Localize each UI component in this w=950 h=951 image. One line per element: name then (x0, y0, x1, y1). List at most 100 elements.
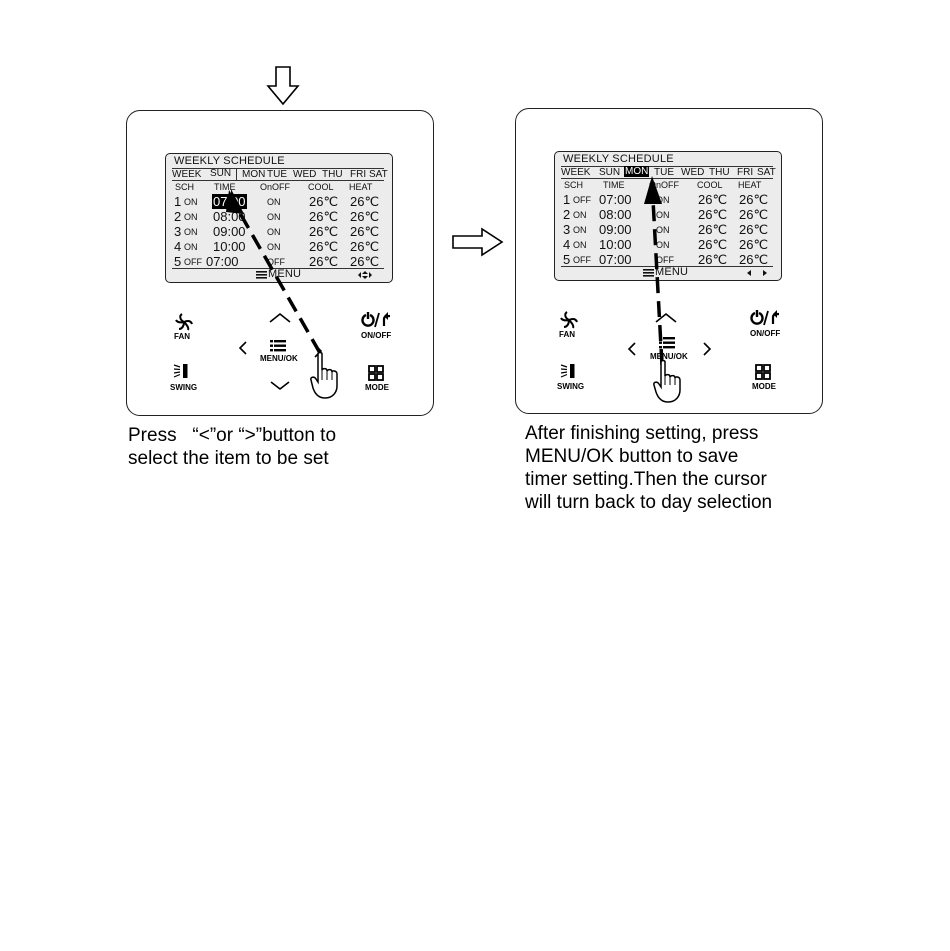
row-heat: 26℃ (350, 209, 380, 224)
row-sch: 5 (174, 254, 182, 269)
row-onoff: OFF (267, 257, 285, 267)
day-sat: SAT (369, 169, 388, 180)
row-heat: 26℃ (739, 192, 769, 207)
row-time: 07:00 (599, 192, 632, 207)
row-sch: 3 (174, 224, 182, 239)
row-state: ON (573, 240, 587, 250)
up-down-indicator-icon (358, 271, 372, 279)
row-onoff: ON (656, 240, 670, 250)
chevron-up-icon[interactable] (269, 312, 291, 323)
mode-label: MODE (365, 383, 389, 392)
row-heat: 26℃ (739, 252, 769, 267)
row-sch: 4 (174, 239, 182, 254)
chevron-up-icon[interactable] (655, 312, 677, 323)
row-state: OFF (573, 195, 591, 205)
menu-icon[interactable] (270, 340, 286, 352)
row-state: ON (184, 212, 198, 222)
row-onoff: ON (656, 210, 670, 220)
lcd-title: WEEKLY SCHEDULE (174, 155, 285, 167)
day-fri: FRI (737, 167, 754, 178)
right-controller-panel: WEEKLY SCHEDULE WEEK SUN MON TUE WED THU… (515, 108, 823, 414)
day-thu: THU (322, 169, 343, 180)
swing-icon[interactable] (560, 363, 576, 379)
fan-icon[interactable] (560, 311, 578, 329)
row-time: 07:00 (599, 252, 632, 267)
power-back-icon[interactable] (359, 312, 393, 328)
swing-icon[interactable] (173, 363, 189, 379)
row-state: ON (184, 197, 198, 207)
col-cool: COOL (308, 182, 334, 192)
row-time: 09:00 (213, 224, 246, 239)
chevron-left-icon[interactable] (238, 341, 247, 355)
row-onoff: ON (267, 212, 281, 222)
on-off-label: ON/OFF (750, 329, 781, 338)
lcd-menu-label: MENU (655, 266, 689, 278)
mode-label: MODE (752, 382, 776, 391)
left-lcd-screen: WEEKLY SCHEDULE WEEK SUN MON TUE WED THU… (165, 153, 393, 283)
day-sun: SUN (210, 168, 232, 179)
row-time: 10:00 (599, 237, 632, 252)
row-time: 08:00 (599, 207, 632, 222)
pointing-hand-icon (653, 359, 681, 403)
right-caption: After finishing setting, press MENU/OK b… (525, 423, 773, 513)
menu-ok-label: MENU/OK (260, 354, 298, 363)
chevron-down-icon[interactable] (270, 381, 290, 391)
row-heat: 26℃ (739, 207, 769, 222)
row-sch: 3 (563, 222, 571, 237)
row-cool: 26℃ (698, 252, 728, 267)
menu-ok-label: MENU/OK (650, 352, 688, 361)
chevron-right-icon[interactable] (703, 342, 712, 356)
days-label: WEEK (172, 169, 202, 180)
down-arrow-icon (266, 66, 300, 106)
mode-icon[interactable] (755, 364, 771, 380)
days-label: WEEK (561, 167, 591, 178)
col-sch: SCH (175, 182, 195, 192)
pointing-hand-icon (310, 351, 338, 399)
day-fri: FRI (350, 169, 367, 180)
mode-icon[interactable] (368, 365, 384, 381)
power-back-icon[interactable] (748, 310, 782, 326)
day-mon: MON (242, 169, 266, 180)
right-lcd-screen: WEEKLY SCHEDULE WEEK SUN MON TUE WED THU… (554, 151, 782, 281)
row-sch: 2 (174, 209, 182, 224)
row-onoff: ON (267, 242, 281, 252)
fan-label: FAN (174, 332, 190, 341)
row-sch: 4 (563, 237, 571, 252)
row-state: ON (184, 242, 198, 252)
day-wed: WED (681, 167, 705, 178)
row-cool: 26℃ (698, 192, 728, 207)
col-heat: HEAT (349, 182, 373, 192)
row-heat: 26℃ (739, 237, 769, 252)
day-wed: WED (293, 169, 317, 180)
row-heat: 26℃ (350, 254, 380, 269)
row-cool: 26℃ (309, 254, 339, 269)
fan-icon[interactable] (175, 313, 193, 331)
col-time: TIME (603, 180, 625, 190)
col-heat: HEAT (738, 180, 762, 190)
menu-icon (256, 271, 267, 279)
row-onoff: ON (267, 197, 281, 207)
right-arrow-icon (452, 227, 504, 257)
day-thu: THU (709, 167, 730, 178)
col-onoff: OnOFF (649, 180, 680, 190)
row-time: 09:00 (599, 222, 632, 237)
row-onoff: OFF (656, 255, 674, 265)
chevron-left-icon[interactable] (627, 342, 636, 356)
row-heat: 26℃ (350, 224, 380, 239)
col-onoff: OnOFF (260, 182, 291, 192)
day-sun: SUN (599, 167, 621, 178)
row-sch: 5 (563, 252, 571, 267)
row-time: 10:00 (213, 239, 246, 254)
col-time: TIME (214, 182, 236, 192)
row-cool: 26℃ (309, 239, 339, 254)
col-cool: COOL (697, 180, 723, 190)
fan-label: FAN (559, 330, 575, 339)
on-off-label: ON/OFF (361, 331, 392, 340)
lcd-title: WEEKLY SCHEDULE (563, 153, 674, 165)
row-heat: 26℃ (350, 194, 380, 209)
row-sch: 1 (174, 194, 182, 209)
day-mon-selected[interactable]: MON (624, 166, 650, 177)
row-heat: 26℃ (350, 239, 380, 254)
